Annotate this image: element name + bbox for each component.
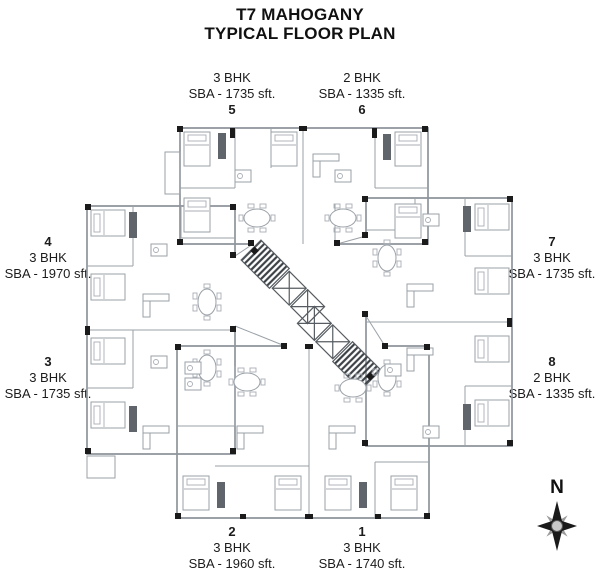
unit-7-furniture xyxy=(372,203,510,308)
unit-4-sba: SBA - 1970 sft. xyxy=(4,266,92,281)
unit-7-type: 3 BHK xyxy=(533,250,571,265)
unit-label-1: 1 3 BHK SBA - 1740 sft. xyxy=(302,524,422,572)
compass-rose-icon xyxy=(537,501,577,551)
unit-label-7: 7 3 BHK SBA - 1735 sft. xyxy=(504,234,600,282)
unit-label-4: 4 3 BHK SBA - 1970 sft. xyxy=(0,234,96,282)
unit-label-2: 2 3 BHK SBA - 1960 sft. xyxy=(172,524,292,572)
unit-1-number: 1 xyxy=(358,524,366,539)
unit-6-furniture xyxy=(312,131,422,239)
unit-1-sba: SBA - 1740 sft. xyxy=(318,556,406,571)
unit-2-furniture xyxy=(182,361,302,511)
unit-2-sba: SBA - 1960 sft. xyxy=(188,556,276,571)
unit-5-number: 5 xyxy=(228,102,236,117)
unit-3-number: 3 xyxy=(44,354,52,369)
unit-8-sba: SBA - 1335 sft. xyxy=(508,386,596,401)
unit-7-sba: SBA - 1735 sft. xyxy=(508,266,596,281)
unit-label-6: 2 BHK SBA - 1335 sft. 6 xyxy=(302,70,422,118)
unit-2-number: 2 xyxy=(228,524,236,539)
floor-plan-drawing xyxy=(85,126,513,519)
central-lobby-walls xyxy=(234,235,386,347)
unit-6-number: 6 xyxy=(358,102,366,117)
page-title-line1: T7 MAHOGANY xyxy=(236,5,364,24)
core-a xyxy=(240,239,326,325)
unit-label-3: 3 3 BHK SBA - 1735 sft. xyxy=(0,354,96,402)
unit-1-furniture xyxy=(324,363,418,511)
structural-columns xyxy=(85,126,513,519)
unit-4-number: 4 xyxy=(44,234,52,249)
unit-4-furniture xyxy=(90,209,222,321)
unit-5-type: 3 BHK xyxy=(213,70,251,85)
unit-4-type: 3 BHK xyxy=(29,250,67,265)
lift-icon xyxy=(290,289,326,325)
unit-3-furniture xyxy=(90,337,222,450)
unit-8-number: 8 xyxy=(548,354,556,369)
wing-bottom xyxy=(176,345,430,519)
unit-3-type: 3 BHK xyxy=(29,370,67,385)
unit-label-8: 8 2 BHK SBA - 1335 sft. xyxy=(504,354,600,402)
compass-north-label: N xyxy=(550,477,564,498)
core-b xyxy=(296,305,382,391)
unit-1-type: 3 BHK xyxy=(343,540,381,555)
unit-6-type: 2 BHK xyxy=(343,70,381,85)
unit-6-sba: SBA - 1335 sft. xyxy=(318,86,406,101)
unit-8-furniture xyxy=(372,335,510,439)
compass: N xyxy=(528,478,586,559)
page-title: T7 MAHOGANY TYPICAL FLOOR PLAN xyxy=(0,5,600,43)
unit-5-sba: SBA - 1735 sft. xyxy=(188,86,276,101)
lift-icon xyxy=(296,305,332,341)
unit-label-5: 3 BHK SBA - 1735 sft. 5 xyxy=(172,70,292,118)
unit-5-furniture xyxy=(183,131,298,233)
unit-7-number: 7 xyxy=(548,234,556,249)
page-title-line2: TYPICAL FLOOR PLAN xyxy=(204,24,396,43)
unit-2-type: 3 BHK xyxy=(213,540,251,555)
unit-3-sba: SBA - 1735 sft. xyxy=(4,386,92,401)
unit-8-type: 2 BHK xyxy=(533,370,571,385)
